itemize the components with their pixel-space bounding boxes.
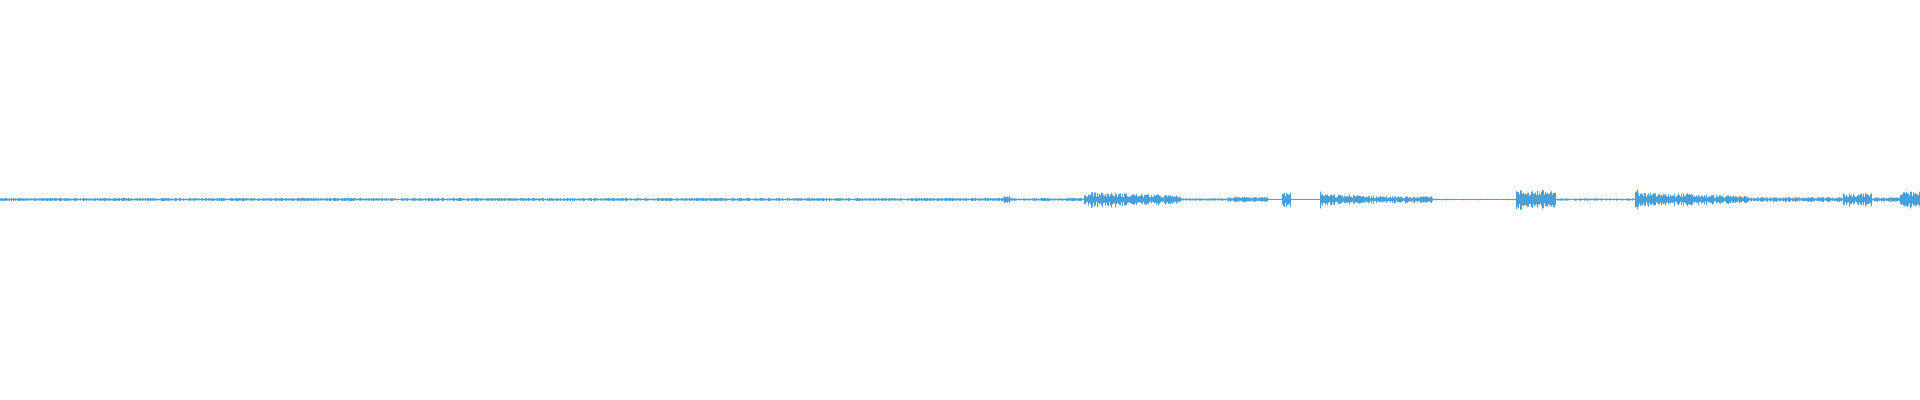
waveform-samples (0, 189, 1920, 210)
waveform-amplitude-path (0, 189, 1920, 210)
